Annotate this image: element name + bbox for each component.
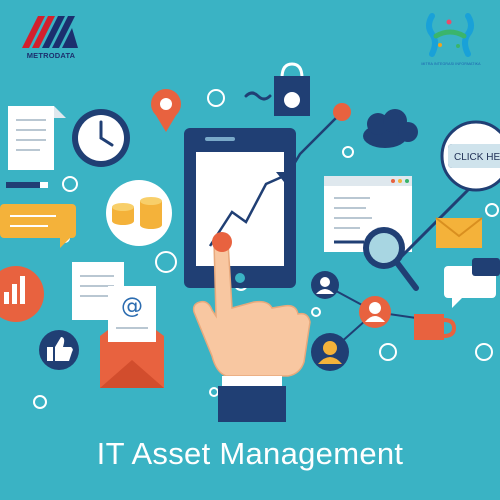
metrodata-logo [22, 16, 78, 48]
document-icon [8, 106, 66, 170]
coffee-cup-icon [414, 314, 457, 340]
click-here-bubble [440, 120, 500, 192]
pen-icon [6, 182, 48, 188]
user-network [311, 271, 431, 371]
page-title: IT Asset Management [96, 436, 404, 471]
user-icon [311, 333, 349, 371]
email-letter-icon [100, 286, 164, 388]
clock-icon [72, 109, 130, 167]
chat-bubble-icon [0, 204, 76, 248]
shopping-bag-icon [274, 62, 310, 116]
speech-bubble-icon [444, 258, 500, 308]
metrodata-logo-text: METRODATA [26, 51, 76, 60]
user-icon [359, 296, 391, 328]
user-icon [311, 271, 339, 299]
email-envelope-icon [435, 217, 483, 248]
location-pin-icon [151, 89, 181, 132]
coins-icon [106, 180, 172, 246]
pointing-hand-icon [192, 232, 311, 422]
email-at-symbol: @ [121, 294, 143, 319]
mitra-logo-text: MITRA INTEGRASI INFORMATIKA [421, 62, 481, 66]
click-here-label: CLICK HE [454, 152, 500, 163]
smartphone-icon [184, 128, 296, 288]
bar-chart-icon [0, 266, 44, 322]
like-icon [39, 330, 79, 370]
cloud-icon [363, 109, 418, 148]
mitra-logo [426, 13, 474, 57]
